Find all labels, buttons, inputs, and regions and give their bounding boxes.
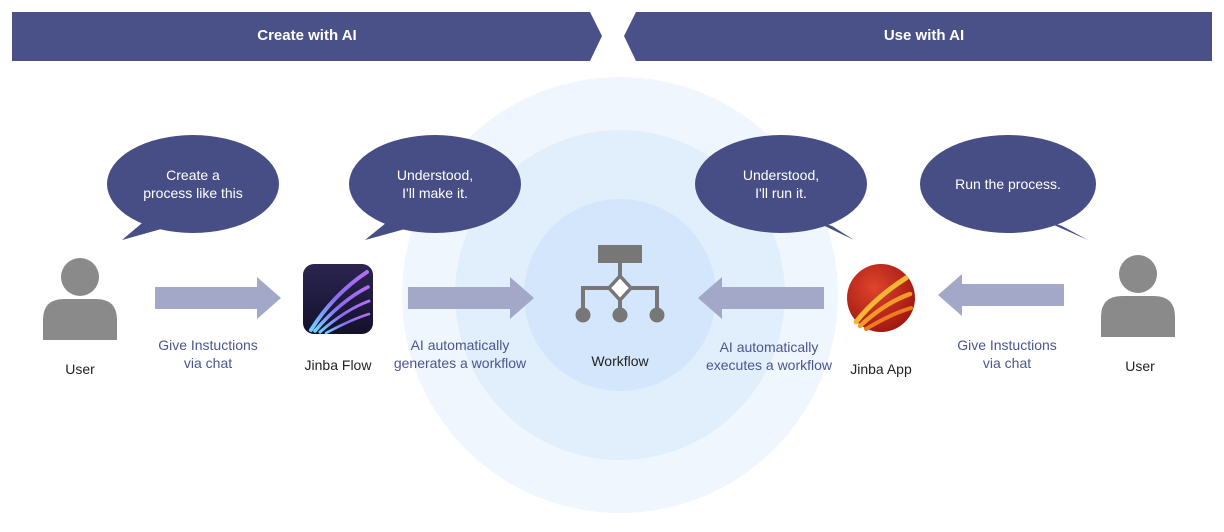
workflow-label: Workflow bbox=[591, 353, 649, 369]
arrow-generate-label: AI automatically generates a workflow bbox=[393, 337, 527, 371]
speech-bubble-user-left bbox=[107, 135, 279, 240]
jinba-flow-logo-icon bbox=[303, 264, 373, 335]
speech-bubble-app bbox=[695, 135, 867, 240]
banner-use bbox=[624, 12, 1212, 61]
person-right-icon bbox=[1101, 255, 1175, 337]
bubble-flow-text: Understood, I'll make it. bbox=[396, 167, 474, 201]
banner-use-label: Use with AI bbox=[883, 27, 965, 44]
jinba-flow-label: Jinba Flow bbox=[304, 357, 372, 373]
person-left-icon bbox=[43, 258, 117, 340]
bubble-user-left-text: Create a process like this bbox=[143, 167, 243, 201]
workflow-tree-icon bbox=[575, 245, 665, 323]
banner-create bbox=[12, 12, 602, 61]
arrow-right-instruction-label: Give Instuctions via chat bbox=[957, 337, 1057, 371]
arrow-right-instruction bbox=[938, 274, 1064, 316]
jinba-app-label: Jinba App bbox=[850, 361, 912, 377]
arrow-execute bbox=[698, 277, 824, 319]
arrow-left-instruction bbox=[155, 277, 281, 319]
user-right-label: User bbox=[1125, 358, 1155, 374]
speech-bubble-user-right bbox=[920, 135, 1096, 240]
banner-create-label: Create with AI bbox=[257, 27, 357, 44]
arrow-left-instruction-label: Give Instuctions via chat bbox=[158, 337, 258, 371]
bubble-app-text: Understood, I'll run it. bbox=[742, 167, 820, 201]
arrow-execute-label: AI automatically executes a workflow bbox=[705, 339, 833, 373]
jinba-app-logo-icon bbox=[847, 264, 915, 332]
speech-bubble-flow bbox=[349, 135, 521, 240]
arrow-generate bbox=[408, 277, 534, 319]
bubble-user-right-text: Run the process. bbox=[955, 176, 1061, 192]
user-left-label: User bbox=[65, 361, 95, 377]
